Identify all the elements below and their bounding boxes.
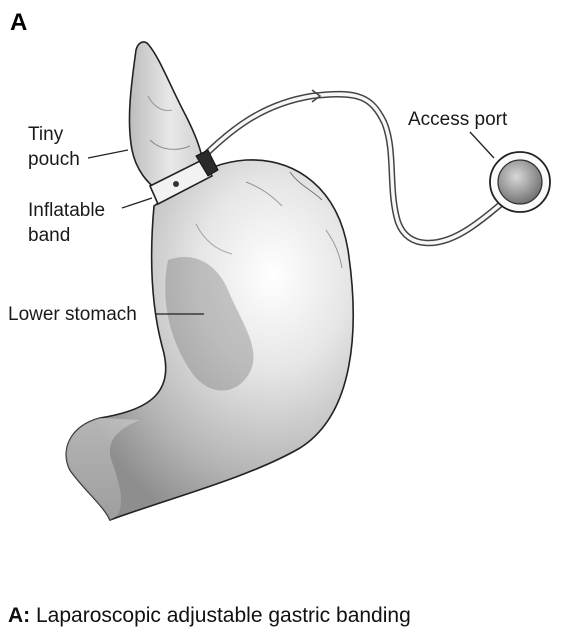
caption-letter: A: [8, 604, 31, 627]
stomach-inner-shading [165, 256, 254, 391]
connecting-tube [196, 89, 510, 247]
figure-caption: A: Laparoscopic adjustable gastric bandi… [8, 604, 578, 628]
access-port [489, 151, 551, 213]
pouch-surface-lines [147, 95, 191, 150]
panel-letter: A [10, 9, 27, 36]
duodenum-shading [66, 418, 140, 520]
lower-stomach-shape [65, 159, 354, 522]
label-band-line1: Inflatable [28, 200, 105, 221]
tiny-pouch-shape [128, 41, 205, 191]
label-lower-stomach: Lower stomach [8, 304, 137, 325]
label-leaders [87, 131, 495, 315]
inflatable-band [148, 149, 219, 206]
caption-text: Laparoscopic adjustable gastric banding [30, 604, 411, 627]
stomach-surface-lines [195, 171, 343, 269]
label-access-port: Access port [408, 109, 508, 130]
label-tiny-pouch-line1: Tiny [28, 124, 64, 145]
label-tiny-pouch-line2: pouch [28, 149, 80, 170]
label-band-line2: band [28, 225, 70, 246]
